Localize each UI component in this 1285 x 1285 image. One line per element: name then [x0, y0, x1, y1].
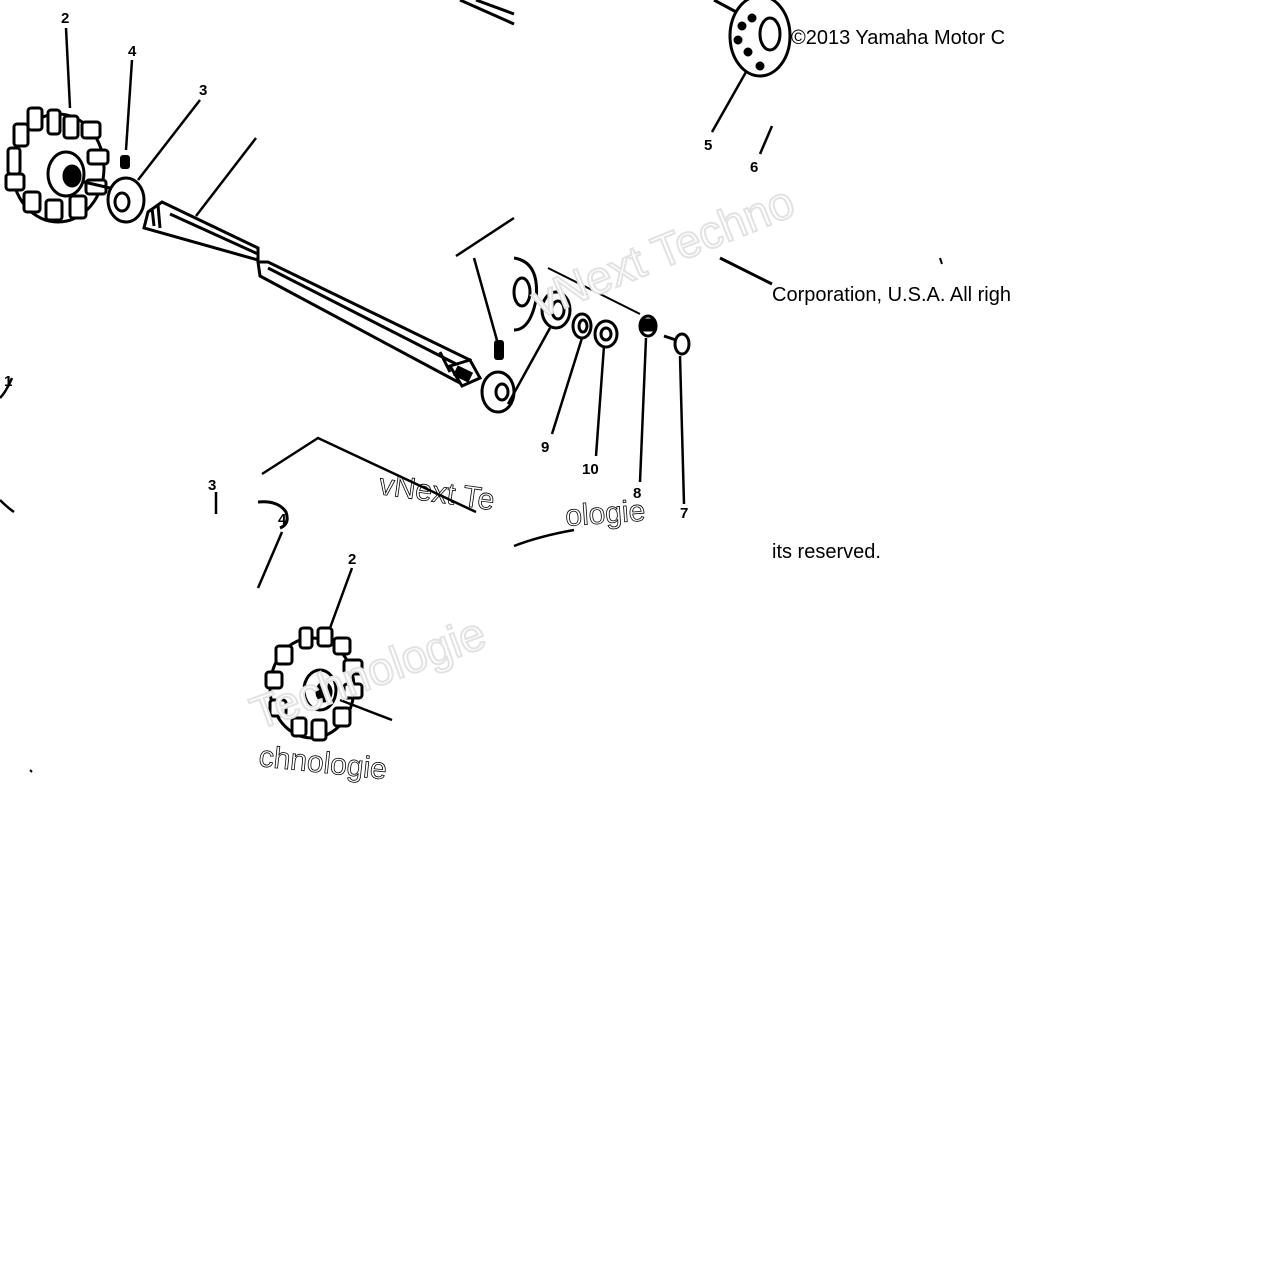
sprocket-wheel-top	[4, 106, 111, 224]
washer-9	[571, 312, 593, 340]
watermark-text: vNext Te	[377, 468, 497, 517]
leader-line	[678, 355, 686, 505]
bearing-9	[540, 290, 572, 330]
leader-line	[594, 345, 606, 457]
leader-line	[506, 327, 552, 405]
tile-middle-center: vNext Te	[256, 216, 516, 517]
tile-top-middle	[459, 0, 515, 26]
hub-flange	[728, 0, 792, 78]
callout-1: 1	[4, 373, 12, 390]
bolt-7	[663, 332, 691, 356]
callout-4: 4	[128, 43, 137, 60]
callout-7: 7	[680, 505, 688, 522]
sprocket-wheel-bottom	[264, 626, 364, 742]
set-screw-right	[494, 340, 504, 360]
callout-10: 10	[582, 461, 599, 478]
nut-8	[638, 314, 658, 338]
bearing-right	[480, 370, 516, 414]
leader-line	[195, 137, 257, 217]
callout-3-lower: 3	[208, 477, 216, 494]
callout-2-lower: 2	[348, 551, 356, 568]
watermark-text: vNext Techno	[524, 175, 801, 327]
callout-8: 8	[633, 485, 641, 502]
leader-line	[710, 71, 748, 133]
leader-line	[638, 337, 648, 483]
tile-middle-right: 9 10 8 7 ologie vNext Techno	[506, 174, 943, 548]
bearing-top	[106, 176, 146, 224]
leader-line	[550, 337, 584, 435]
leader-line	[124, 59, 134, 151]
callout-9: 9	[541, 439, 549, 456]
tile-top-left: 2 4 3	[4, 10, 260, 262]
leader-line	[758, 125, 774, 155]
watermark-text: ologie	[564, 494, 646, 533]
drive-shaft-top	[142, 200, 260, 262]
washer-10	[593, 319, 619, 349]
leader-line	[472, 257, 500, 345]
callout-2: 2	[61, 10, 69, 27]
leader-line	[137, 99, 201, 181]
tile-top-right: 5 6	[704, 0, 792, 176]
watermark-text: chnologie	[257, 740, 388, 786]
tile-middle-left: 1 3	[0, 373, 218, 514]
tile-bottom-center: 4 2 chnologie Technologie	[29, 500, 493, 787]
callout-6: 6	[750, 159, 758, 176]
callout-5: 5	[704, 137, 712, 154]
leader-line	[64, 27, 72, 109]
copyright-line-3: its reserved.	[772, 541, 881, 563]
callout-4-lower: 4	[278, 511, 287, 528]
leader-line	[256, 531, 284, 589]
copyright-line-2: Corporation, U.S.A. All righ	[772, 284, 1011, 306]
drive-shaft-body	[256, 260, 483, 388]
copyright-line-1: ©2013 Yamaha Motor C	[791, 27, 1006, 49]
leader-line	[328, 567, 354, 629]
set-screw-top	[120, 155, 130, 169]
callout-3: 3	[199, 82, 207, 99]
leader-line	[455, 216, 515, 258]
hub-partial	[512, 256, 539, 332]
